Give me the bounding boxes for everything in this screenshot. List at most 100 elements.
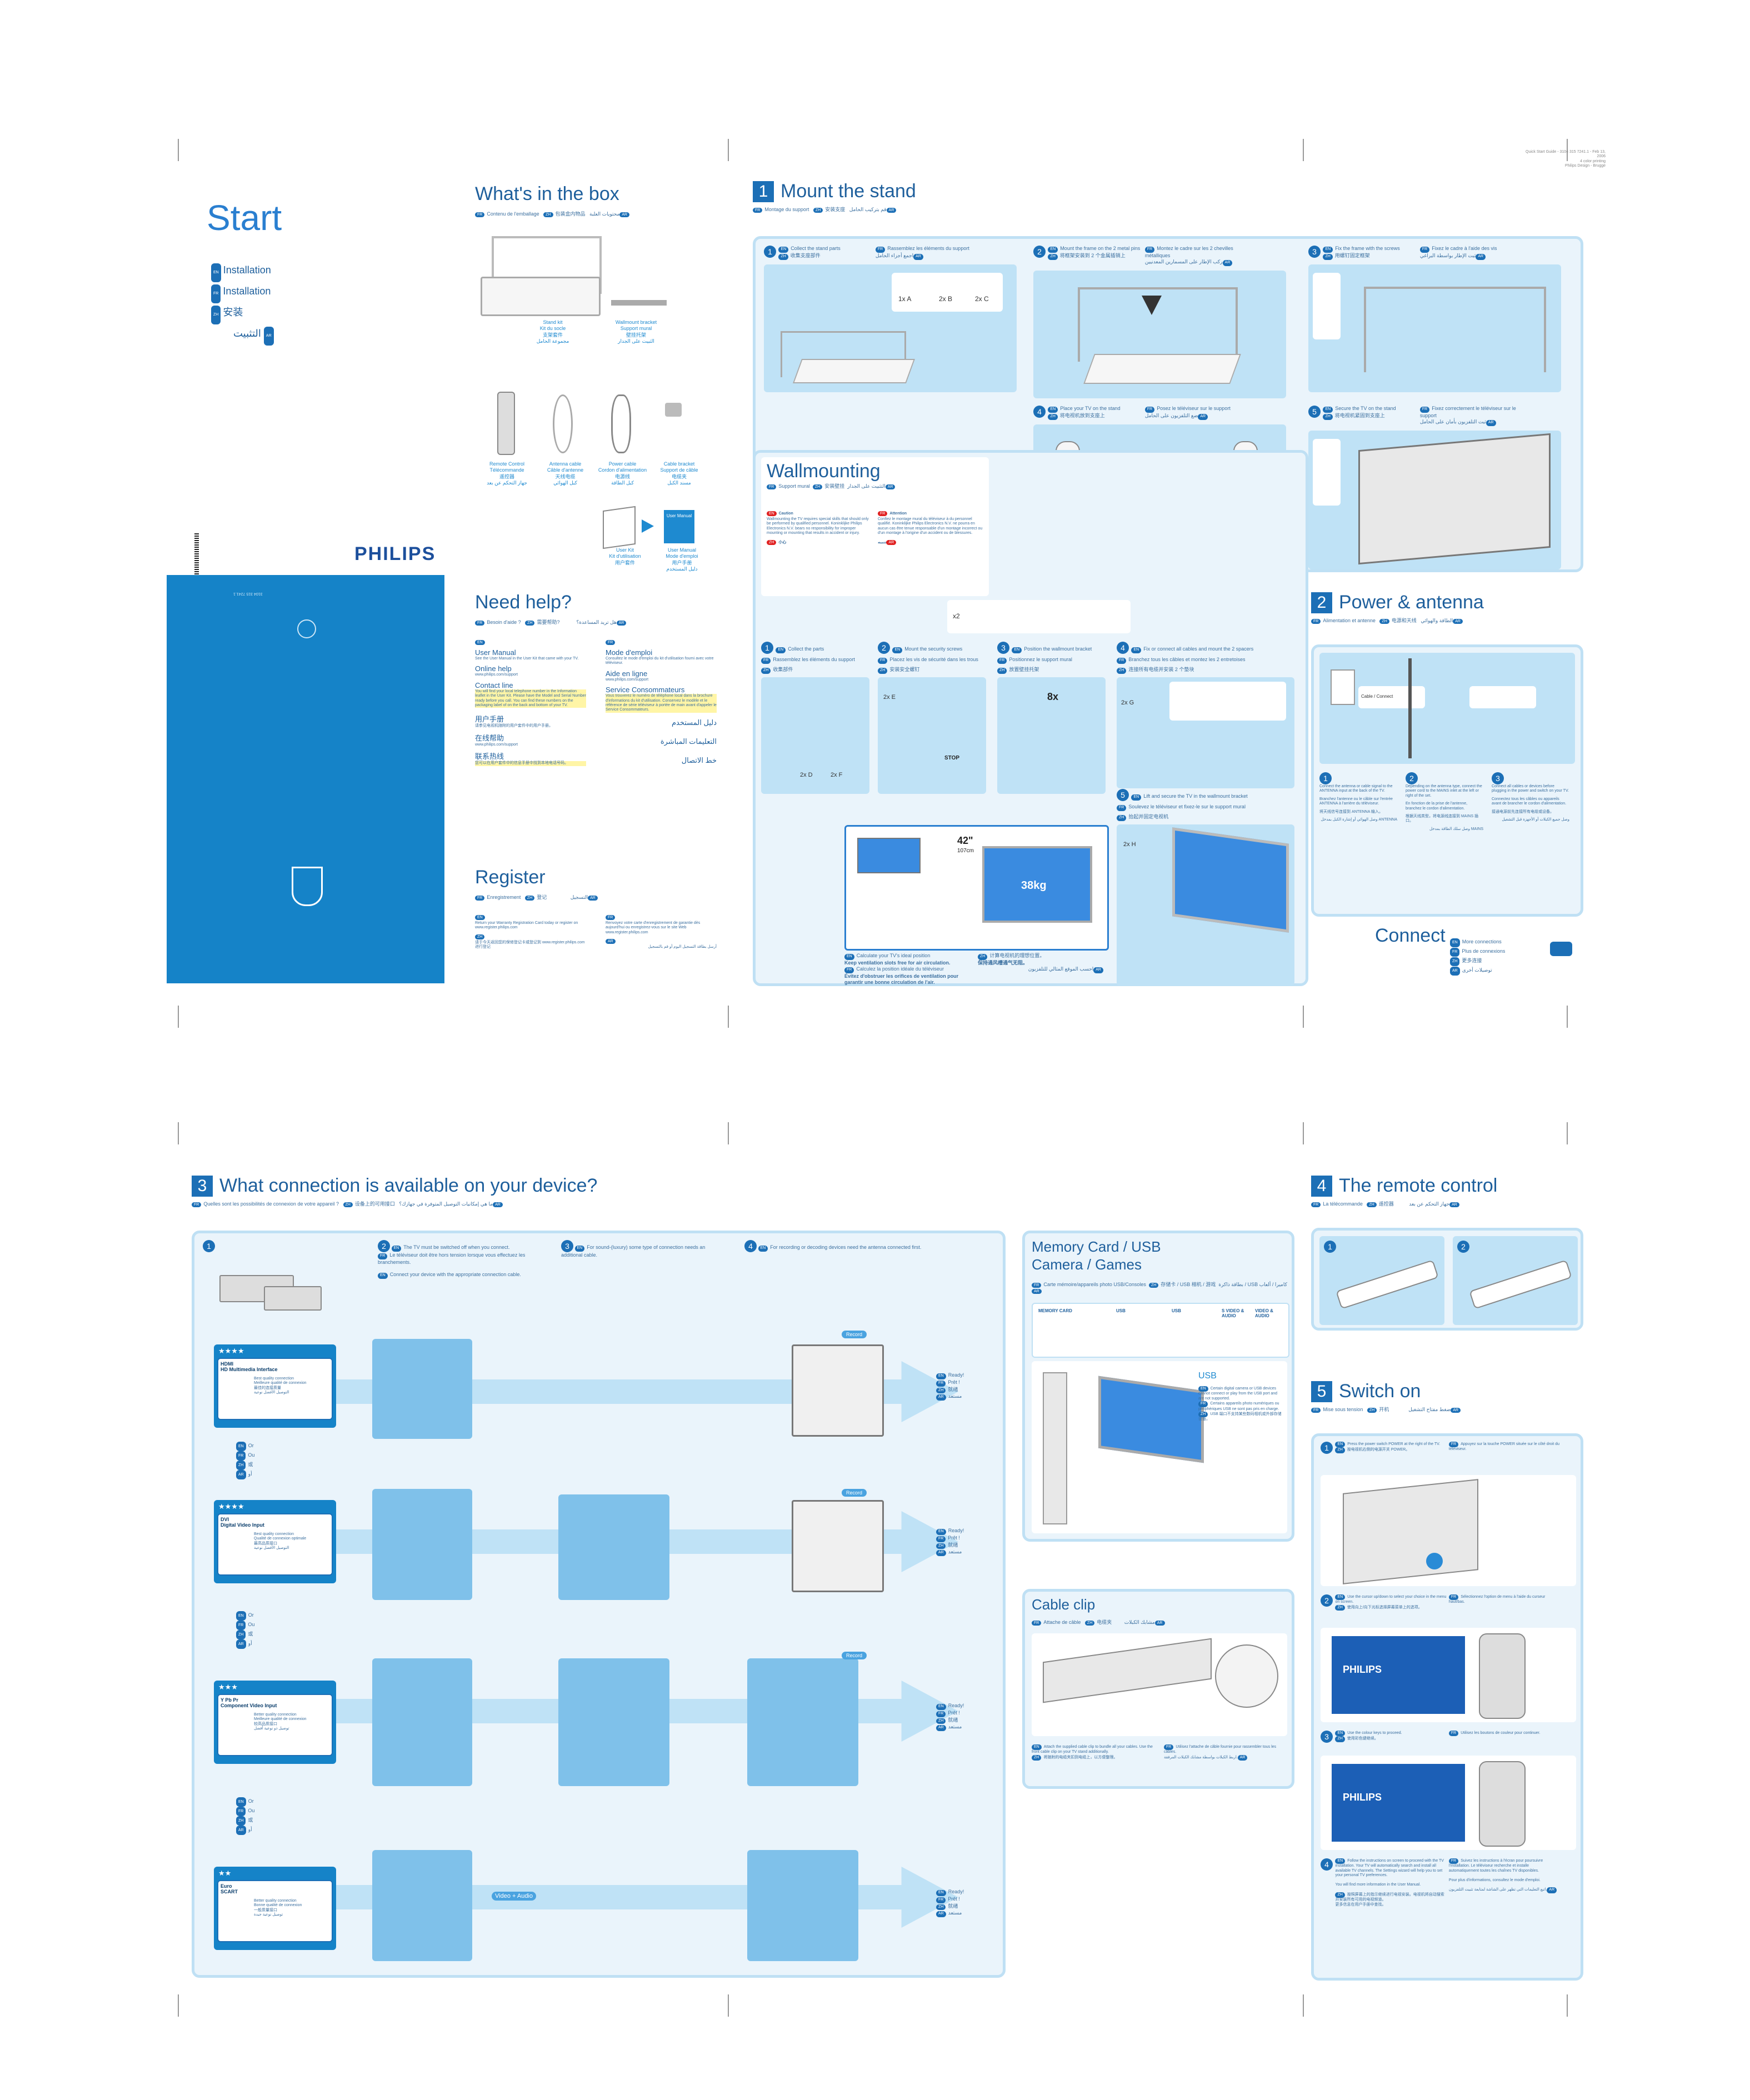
bracket-position-illus: 8x xyxy=(997,677,1106,794)
dvi-tv-illus xyxy=(792,1500,884,1592)
user-manual-label: User Manual Mode d'emploi 用户手册 دليل المس… xyxy=(666,547,698,572)
switch-title: Switch on xyxy=(1339,1381,1421,1402)
hdmi-record-badge: Record xyxy=(842,1331,867,1338)
help-zh-h2: 在线帮助 xyxy=(475,733,504,742)
barcode xyxy=(194,533,199,586)
cable-clip-illus xyxy=(1032,1633,1287,1736)
cable-bracket-label: Cable bracket Support de câble 电缆夹 مسند … xyxy=(660,461,698,486)
help-fr-h1: Mode d'emploi xyxy=(606,648,653,657)
help-ar-h1: دليل المستخدم xyxy=(671,718,717,727)
print-info: Quick Start Guide - 3104 315 7241.1 - Fe… xyxy=(1522,150,1606,169)
help-fr-t1: Consultez le mode d'emploi du kit d'util… xyxy=(606,657,714,666)
memory-ports-card: MEMORY CARD USB USB S VIDEO & AUDIO VIDE… xyxy=(1032,1303,1289,1358)
what-title: What connection is available on your dev… xyxy=(219,1175,598,1196)
box-title: What's in the box xyxy=(475,183,619,204)
mount-number: 1 xyxy=(753,181,774,202)
tv-size-label: 42" xyxy=(957,835,973,846)
installation-ar: التثبيت AR xyxy=(211,324,276,346)
help-zh-url[interactable]: www.philips.com/support xyxy=(475,742,518,747)
power-number: 2 xyxy=(1311,592,1332,613)
antenna-cable-illus xyxy=(553,394,573,453)
help-en-t2[interactable]: www.philips.com/support xyxy=(475,673,518,677)
help-fr-t3: Vous trouverez le numéro de téléphone lo… xyxy=(606,694,717,713)
frame-mount-illus xyxy=(1033,270,1286,398)
power-cable-label: Power cable Cordon d'alimentation 电源线 كب… xyxy=(598,461,647,486)
hdmi-cable-illus xyxy=(372,1339,472,1439)
recycle-icon xyxy=(297,619,316,638)
power-step-2: 2 Depending on the antenna type, connect… xyxy=(1406,772,1483,832)
power-button-icon[interactable] xyxy=(1426,1553,1443,1569)
philips-logo: PHILIPS xyxy=(354,543,436,564)
start-title: Start xyxy=(207,198,282,238)
help-fr-h3: Service Consommateurs xyxy=(606,686,685,694)
power-step-1: 1 Connect the antenna or cable signal to… xyxy=(1319,772,1397,822)
help-zh-h3: 联系热线 xyxy=(475,752,504,761)
help-fr-t2[interactable]: www.philips.com/support xyxy=(606,677,649,682)
register-fr: FR Renvoyez votre carte d'enregistrement… xyxy=(606,915,717,949)
remote-illus xyxy=(497,392,515,455)
stand-kit-label: Stand kit Kit du socle 支架套件 مجموعة الحام… xyxy=(536,319,569,344)
help-fr-h2: Aide en ligne xyxy=(606,669,648,678)
remote-step-1: 1 xyxy=(1319,1236,1444,1325)
power-title: Power & antenna xyxy=(1339,592,1484,613)
connect-arrow-icon[interactable] xyxy=(1550,942,1572,956)
scart-cable-illus xyxy=(372,1850,472,1961)
switch-tv-illus xyxy=(1321,1475,1576,1586)
tv-position-illus: 42" 107cm 38kg xyxy=(844,825,1109,951)
component-audio-illus xyxy=(558,1658,669,1786)
spacers-illus: 2x G xyxy=(1117,677,1294,788)
dvi-label-card: ★★★★ DVI Digital Video Input Best qualit… xyxy=(214,1500,336,1583)
print-info-line3: Philips Design - Brugge xyxy=(1564,164,1606,168)
stand-parts-illus: 1x A 2x B 2x C xyxy=(764,264,1017,392)
what-step-1: 1 xyxy=(203,1240,215,1252)
help-en-h3: Contact line xyxy=(475,681,513,689)
menu-screen-illus: PHILIPS xyxy=(1321,1628,1576,1722)
component-ant-illus xyxy=(747,1658,858,1786)
stand-base-illus xyxy=(481,277,601,316)
mount-title: Mount the stand xyxy=(781,181,916,202)
security-screws-illus: 2x E STOP xyxy=(878,677,986,794)
connect-title: Connect xyxy=(1375,925,1446,946)
wall-parts-card: x2 xyxy=(947,600,1131,633)
remote-panel: 1 2 xyxy=(1311,1228,1583,1331)
back-shield-logo xyxy=(292,867,323,906)
dvi-record-badge: Record xyxy=(842,1489,867,1497)
wall-parts-illus: 2x D 2x F xyxy=(761,677,869,794)
help-title: Need help? xyxy=(475,592,572,613)
wall-title: Wallmounting xyxy=(767,461,881,482)
